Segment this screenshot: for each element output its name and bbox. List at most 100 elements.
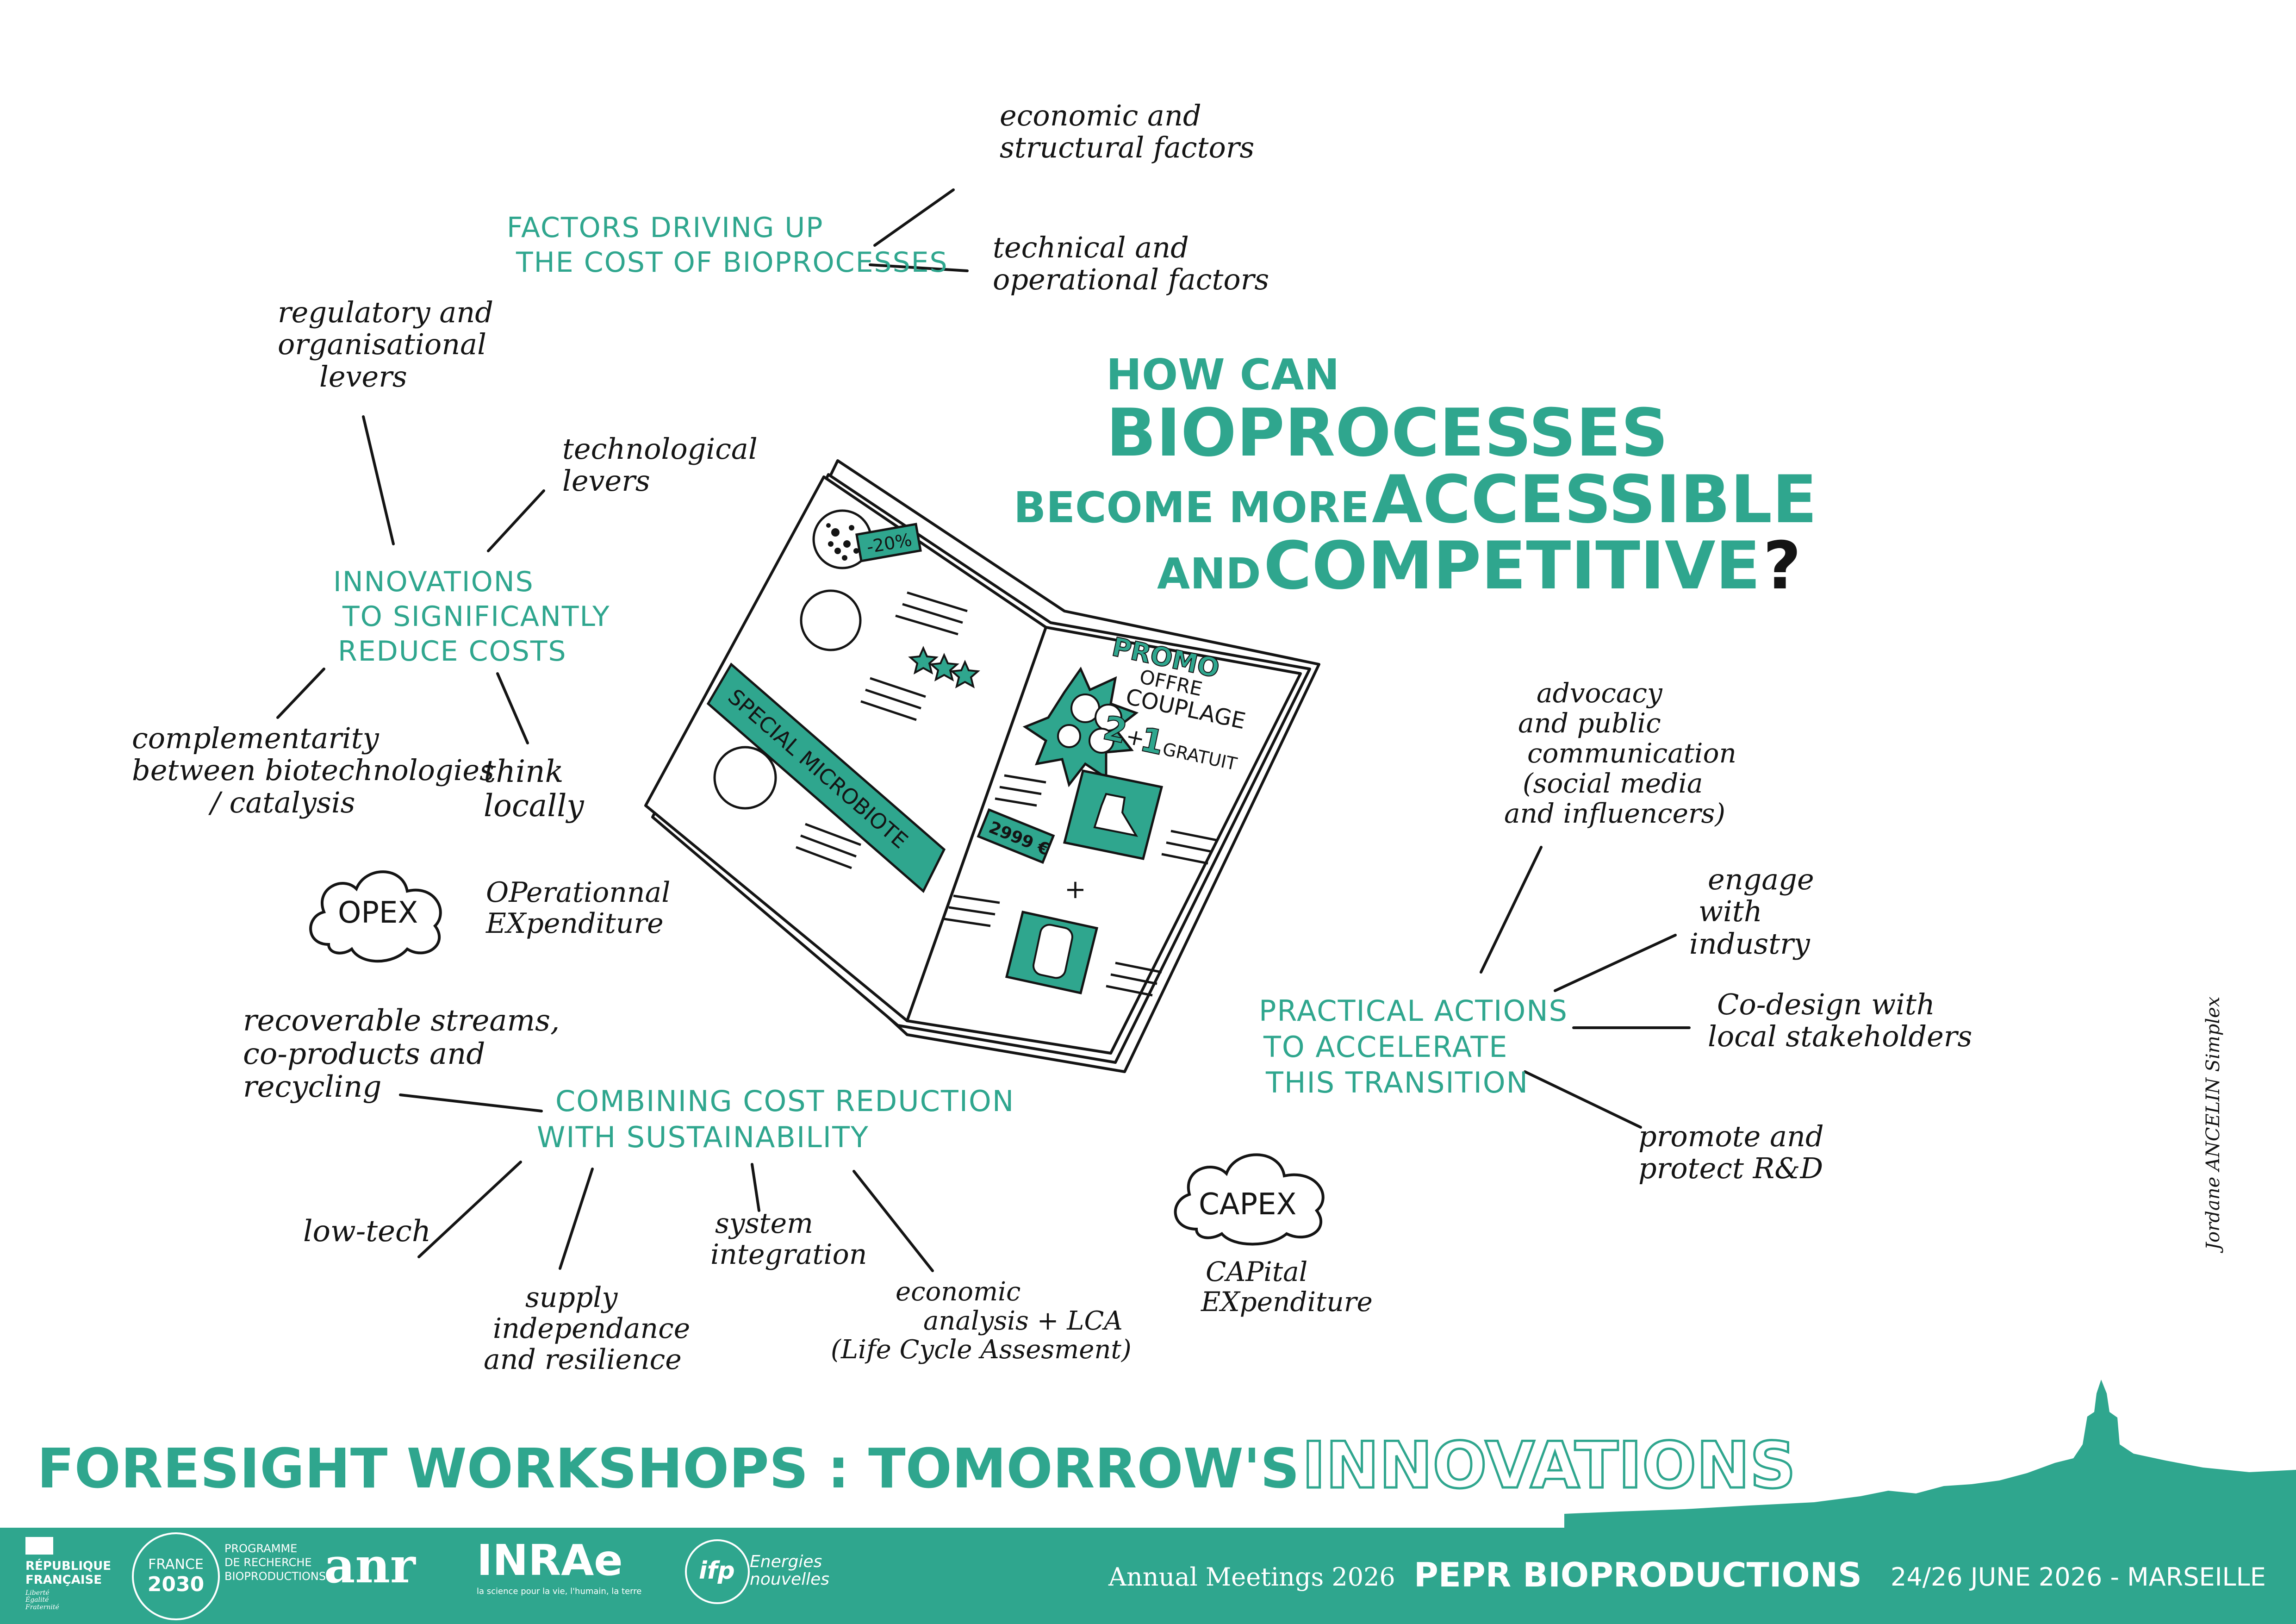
republique-line2: FRANÇAISE xyxy=(25,1573,102,1587)
artist-signature: Jordane ANCELIN Simplex xyxy=(2203,996,2224,1250)
innovations-child-local-line2: locally xyxy=(484,787,584,824)
connector-practical-promote xyxy=(1524,1070,1642,1129)
capex-caption: CAPital EXpenditure xyxy=(1201,1257,1373,1317)
combining-title-line2: WITH SUSTAINABILITY xyxy=(537,1120,869,1154)
question-line-1: HOW CAN BIOPROCESSES xyxy=(1014,352,1893,469)
ifp-wordmark: Energies nouvelles xyxy=(750,1553,829,1588)
republique-motto-1: Liberté xyxy=(25,1589,50,1597)
combining-child-economic-line2: analysis + LCA xyxy=(923,1305,1123,1336)
innovations-child-regulatory-line1: regulatory and xyxy=(278,295,493,329)
magazine-illustration: -20% SPECIAL MICROBIOTE PROMO OFFRE COUP… xyxy=(639,451,1324,1081)
practical-child-promote-line1: promote and xyxy=(1638,1119,1824,1153)
ifp-circle-icon xyxy=(685,1539,750,1604)
programme-line3: BIOPRODUCTIONS xyxy=(224,1570,326,1583)
practical-child-advocacy-line4: (social media xyxy=(1523,767,1703,799)
practical-title-line2: TO ACCELERATE xyxy=(1263,1030,1508,1064)
ifp-line1: Energies xyxy=(750,1552,822,1571)
capex-caption-line2: EXpenditure xyxy=(1201,1286,1373,1318)
connector-combining-lowtech xyxy=(417,1161,522,1258)
combining-title-line1: COMBINING COST REDUCTION xyxy=(555,1084,1015,1118)
innovations-child-regulatory-line3: levers xyxy=(319,359,407,394)
capex-cloud-icon xyxy=(1174,1153,1325,1246)
republique-francaise-logo: RÉPUBLIQUE FRANÇAISE Liberté Égalité Fra… xyxy=(25,1537,113,1611)
combining-child-economic-line3: (Life Cycle Assesment) xyxy=(831,1335,1132,1365)
factors-child-economic-line2: structural factors xyxy=(1000,131,1255,165)
connector-combining-supply xyxy=(559,1168,594,1270)
combining-child-recoverable-line1: recoverable streams, xyxy=(243,1004,560,1038)
practical-child-engage-line1: engage xyxy=(1708,862,1814,896)
connector-combining-economic xyxy=(852,1170,934,1272)
practical-child-advocacy-line1: advocacy xyxy=(1537,677,1662,709)
practical-child-advocacy-line5: and influencers) xyxy=(1504,797,1726,829)
central-question: HOW CAN BIOPROCESSES BECOME MORE ACCESSI… xyxy=(1014,352,1893,601)
combining-child-recoverable: recoverable streams, co-products and rec… xyxy=(243,1004,560,1105)
anr-logo: anr xyxy=(324,1537,416,1594)
question-line2-prefix: BECOME MORE xyxy=(1014,482,1369,532)
price-tag xyxy=(977,808,1055,864)
practical-child-codesign-line2: local stakeholders xyxy=(1708,1019,1972,1054)
marseille-skyline-icon xyxy=(1564,1380,2296,1532)
innovations-child-regulatory-line2: organisational xyxy=(278,327,486,362)
connector-practical-advocacy xyxy=(1480,846,1543,974)
annual-meetings-label: Annual Meetings 2026 xyxy=(1108,1562,1395,1592)
footer-band xyxy=(0,1528,2296,1624)
connector-factors-economic xyxy=(873,188,955,247)
combining-child-system-line2: integration xyxy=(710,1238,867,1271)
practical-child-promote-line2: protect R&D xyxy=(1638,1151,1823,1186)
innovations-child-complementarity-line2: between biotechnologies xyxy=(132,753,494,787)
combining-child-supply: supply independance and resilience xyxy=(484,1282,690,1376)
innovations-child-technological-line2: levers xyxy=(562,464,650,498)
opex-caption-line2: EXpenditure xyxy=(486,907,664,940)
inrae-wordmark: INRAe xyxy=(477,1536,623,1585)
capex-caption-line1: CAPital xyxy=(1206,1256,1308,1287)
innovations-child-technological-line1: technological xyxy=(562,432,758,466)
combining-child-supply-line2: independance xyxy=(493,1312,691,1345)
workshop-title: FORESIGHT WORKSHOPS : TOMORROW'S INNOVAT… xyxy=(37,1427,1797,1504)
combining-child-recoverable-line3: recycling xyxy=(243,1070,382,1105)
combining-child-economic-line1: economic xyxy=(896,1277,1021,1307)
topic-practical-title: PRACTICAL ACTIONS TO ACCELERATE THIS TRA… xyxy=(1259,993,1568,1101)
question-line-3: AND COMPETITIVE ? xyxy=(1014,531,1893,601)
innovations-child-complementarity-line3: / catalysis xyxy=(211,785,355,819)
practical-child-codesign-line1: Co-design with xyxy=(1717,987,1935,1021)
practical-child-advocacy-line2: and public xyxy=(1518,707,1661,739)
ifp-line2: nouvelles xyxy=(750,1569,830,1589)
republique-motto-3: Fraternité xyxy=(25,1603,59,1611)
factors-child-technical-line1: technical and xyxy=(993,231,1189,264)
practical-title-line3: THIS TRANSITION xyxy=(1266,1066,1529,1099)
programme-line1: PROGRAMME xyxy=(224,1542,298,1555)
promo-starburst-icon xyxy=(1022,666,1139,787)
plus-sign: + xyxy=(1064,874,1086,905)
combining-child-economic: economic analysis + LCA (Life Cycle Asse… xyxy=(831,1277,1132,1365)
inrae-tagline: la science pour la vie, l'humain, la ter… xyxy=(477,1587,642,1596)
programme-line2: DE RECHERCHE xyxy=(224,1556,312,1569)
question-line1-prefix: HOW CAN xyxy=(1106,350,1340,400)
practical-child-codesign: Co-design with local stakeholders xyxy=(1708,988,1972,1053)
france2030-line2: 2030 xyxy=(147,1573,205,1596)
republique-motto: Liberté Égalité Fraternité xyxy=(25,1589,113,1611)
connector-innovations-complementarity xyxy=(276,668,325,719)
combining-child-supply-line1: supply xyxy=(525,1281,618,1314)
practical-child-engage: engage with industry xyxy=(1689,863,1814,960)
innovations-title-line1: INNOVATIONS xyxy=(333,566,534,598)
factors-title-line1: FACTORS DRIVING UP xyxy=(507,212,824,244)
combining-child-recoverable-line2: co-products and xyxy=(243,1037,485,1071)
republique-line1: RÉPUBLIQUE xyxy=(25,1559,111,1573)
practical-child-advocacy-line3: communication xyxy=(1527,737,1736,769)
stars-icon xyxy=(908,646,980,688)
question-line1-emph: BIOPROCESSES xyxy=(1106,395,1668,472)
connector-innovations-regulatory xyxy=(362,415,395,545)
combining-child-system-line1: system xyxy=(715,1207,813,1240)
practical-child-engage-line2: with xyxy=(1699,894,1762,929)
inrae-logo: INRAe la science pour la vie, l'humain, … xyxy=(477,1536,642,1597)
workshop-title-prefix: FORESIGHT WORKSHOPS : TOMORROW'S xyxy=(37,1437,1300,1500)
practical-child-engage-line3: industry xyxy=(1689,926,1810,961)
opex-caption: OPerationnal EXpenditure xyxy=(486,877,671,939)
practical-child-advocacy: advocacy and public communication (socia… xyxy=(1504,678,1736,829)
opex-caption-line1: OPerationnal xyxy=(486,876,671,909)
discount-tag xyxy=(855,523,922,562)
combining-child-supply-line3: and resilience xyxy=(484,1343,682,1376)
topic-factors-title: FACTORS DRIVING UP THE COST OF BIOPROCES… xyxy=(507,211,948,280)
topic-combining-title: COMBINING COST REDUCTION WITH SUSTAINABI… xyxy=(537,1083,1014,1155)
